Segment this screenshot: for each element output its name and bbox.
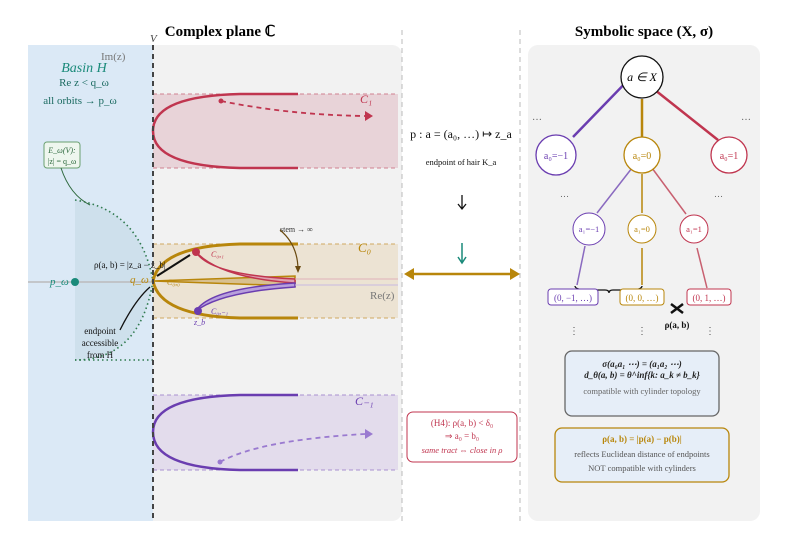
svg-text:z_b: z_b [193,318,205,327]
svg-text:…: … [532,112,542,123]
map-note: endpoint of hair K_a [426,157,497,167]
tract-c-1 [153,395,398,470]
svg-text:ρ(a, b): ρ(a, b) [665,320,690,330]
tree-node-a0-minus1[interactable]: a₀=−1 [535,134,577,176]
basin-condition: Re z < q_ω [59,77,109,89]
orbit-arrow [220,100,366,117]
svg-text:C₀,₀: C₀,₀ [167,278,180,287]
tree-node-a1-minus1[interactable]: a₁=−1 [572,212,606,246]
svg-text:C₀,₋₁: C₀,₋₁ [211,307,228,316]
svg-text:a₀=0: a₀=0 [633,151,652,162]
down-arrow-icon [457,243,467,265]
svg-text:from H: from H [87,350,114,360]
symbolic-space-title: Symbolic space (X, σ) [575,24,713,40]
svg-text:⇒ a₀ = b₀: ⇒ a₀ = b₀ [445,431,479,441]
svg-text:a₀=1: a₀=1 [720,151,739,162]
svg-text:a ∈ X: a ∈ X [627,70,657,84]
tree-node-a1-0[interactable]: a₁=0 [627,214,657,244]
e-omega-boundary [74,199,154,361]
basin-title: Basin H [61,61,107,76]
svg-text:ρ(a, b) = |p(a) − p(b)|: ρ(a, b) = |p(a) − p(b)| [602,434,682,444]
tree-root[interactable]: a ∈ X [620,55,664,99]
c-1-label: C₋₁ [355,394,374,408]
svg-text:⋮: ⋮ [705,326,715,337]
p-omega-point [71,278,79,286]
leaf-sequence[interactable]: (0, 1, …) [686,288,732,306]
tract-c1 [153,94,398,168]
svg-text:d_θ(a, b) = θ^inf{k: a_k ≠ b_k: d_θ(a, b) = θ^inf{k: a_k ≠ b_k} [584,370,700,380]
rho-box: ρ(a, b) = |p(a) − p(b)| reflects Euclide… [554,427,730,483]
svg-text:|z| = q_ω: |z| = q_ω [48,157,77,166]
rho-arrow-icon [670,303,684,314]
svg-text:a₀=−1: a₀=−1 [544,151,568,162]
svg-text:⋮: ⋮ [637,326,647,337]
svg-text:p_ω: p_ω [49,276,69,288]
stem-label: stem → ∞ [280,225,313,234]
sigma-box: σ(a₀a₁ ⋯) = (a₁a₂ ⋯) d_θ(a, b) = θ^inf{k… [564,350,720,417]
v-label: V [150,33,158,45]
complex-plane-title: Complex plane ℂ [165,24,275,40]
svg-text:a₁=−1: a₁=−1 [579,224,600,234]
svg-text:(0, 1, …): (0, 1, …) [693,293,726,303]
svg-text:C₀,₁: C₀,₁ [211,250,224,259]
svg-text:q_ω: q_ω [130,274,149,286]
basin-orbits: all orbits → p_ω [43,95,117,107]
distance-arrow [156,254,191,277]
z-b-point [194,307,202,315]
svg-text:a₁=0: a₁=0 [634,224,650,234]
svg-text:reflects Euclidean distance of: reflects Euclidean distance of endpoints [574,449,709,459]
svg-text:(0, −1, …): (0, −1, …) [554,293,592,303]
rho-label: ρ(a, b) = |z_a − z_b| [94,260,166,270]
tree-node-a0-0[interactable]: a₀=0 [623,136,661,174]
svg-text:endpoint: endpoint [84,326,116,336]
pointer-arrow [60,167,91,206]
z-a-point [192,248,200,256]
im-axis-label: Im(z) [101,51,126,63]
svg-text:NOT compatible with cylinders: NOT compatible with cylinders [588,463,696,473]
c1-label: C₁ [360,92,372,106]
down-arrow-icon [457,195,467,211]
svg-text:same tract ⇔ close in ρ: same tract ⇔ close in ρ [422,445,503,455]
svg-text:E_ω(V):: E_ω(V): [47,146,76,155]
svg-text:accessible: accessible [82,338,118,348]
e-omega-disk [75,200,153,360]
e-omega-box [43,141,81,169]
svg-text:(0, 0, …): (0, 0, …) [626,293,659,303]
svg-text:…: … [560,189,569,199]
svg-text:⋮: ⋮ [569,326,579,337]
leaf-sequence[interactable]: (0, 0, …) [619,288,665,306]
map-label: p : a = (a₀, …) ↦ z_a [410,127,512,141]
leaf-sequence[interactable]: (0, −1, …) [547,288,599,306]
c01-hair [195,251,296,284]
c0-label: C₀ [358,240,371,255]
svg-text:σ(a₀a₁ ⋯) = (a₁a₂ ⋯): σ(a₀a₁ ⋯) = (a₁a₂ ⋯) [602,359,682,369]
svg-text:…: … [714,189,723,199]
tree-node-a1-1[interactable]: a₁=1 [679,214,709,244]
h4-box [406,411,518,463]
svg-text:a₁=1: a₁=1 [686,224,702,234]
tree-node-a0-1[interactable]: a₀=1 [710,136,748,174]
svg-text:compatible with cylinder topol: compatible with cylinder topology [583,386,701,396]
svg-text:(H4): ρ(a, b) < δ₀: (H4): ρ(a, b) < δ₀ [431,418,493,428]
re-axis-label: Re(z) [370,290,395,302]
svg-text:…: … [741,112,751,123]
